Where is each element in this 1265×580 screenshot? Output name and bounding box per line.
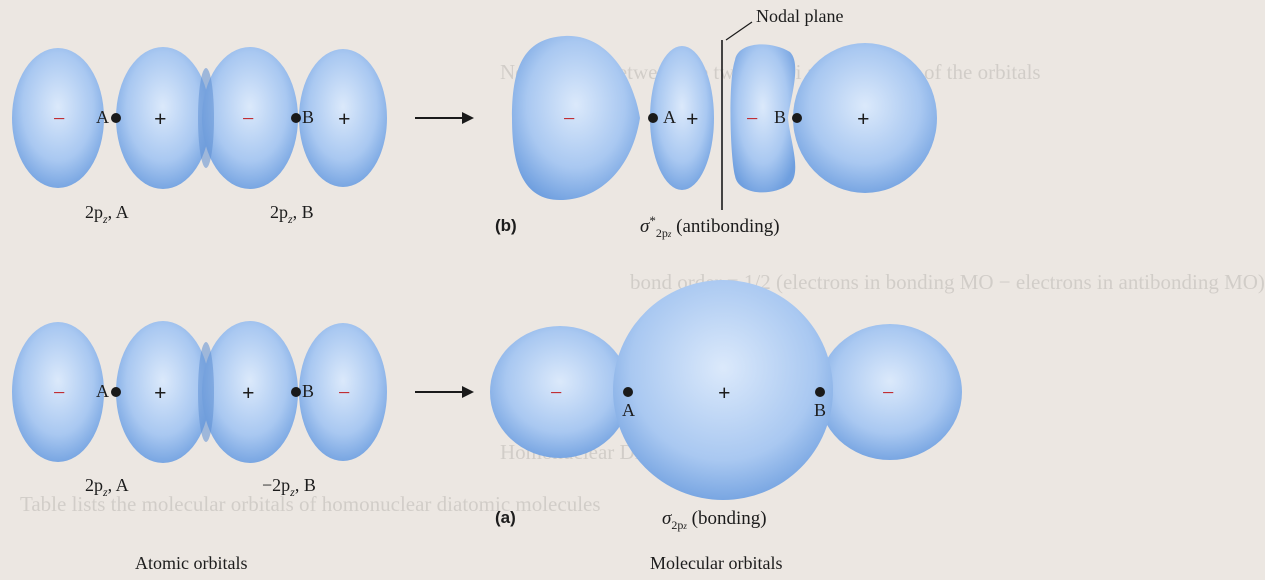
molecular-orbitals-caption: Molecular orbitals	[650, 553, 783, 573]
orbital-label-2pz-a: 2pz, A	[85, 202, 129, 226]
nodal-plane-label: Nodal plane	[756, 6, 844, 26]
orbital-figure	[12, 21, 962, 500]
plus-sign: +	[718, 380, 731, 405]
nucleus-label-b: B	[302, 107, 315, 127]
overlap-region	[198, 342, 214, 442]
nucleus-b	[792, 113, 802, 123]
nucleus-a	[111, 113, 121, 123]
minus-sign: −	[550, 380, 563, 405]
lobe-negative	[299, 323, 387, 461]
atomic-orbital-a-top	[12, 47, 210, 189]
nucleus-label-a: A	[96, 381, 109, 401]
atomic-orbital-b-bottom	[202, 321, 387, 463]
plus-sign: +	[154, 380, 167, 405]
nucleus-b	[291, 113, 301, 123]
lobe-positive-outer	[793, 43, 937, 193]
nucleus-b	[291, 387, 301, 397]
nodal-plane-leader	[725, 21, 753, 41]
nucleus-a	[648, 113, 658, 123]
minus-sign: −	[563, 106, 576, 131]
orbital-label-2pz-a: 2pz, A	[85, 475, 129, 499]
nucleus-label-b: B	[814, 400, 827, 420]
lobe-negative-inner	[730, 44, 796, 193]
lobe-negative-outer	[512, 35, 640, 200]
arrow-icon	[415, 386, 474, 398]
lobe-positive	[116, 321, 210, 463]
bonding-orbital	[490, 280, 962, 500]
lobe-negative-right	[818, 324, 962, 460]
background-text-line: Table lists the molecular orbitals of ho…	[20, 492, 601, 516]
lobe-negative-left	[490, 326, 630, 458]
atomic-orbitals-caption: Atomic orbitals	[135, 553, 248, 573]
orbital-diagram: Nodal plane between the two nuclei and a…	[12, 6, 1265, 573]
minus-sign: −	[242, 106, 255, 131]
nucleus-a	[623, 387, 633, 397]
minus-sign: −	[746, 106, 759, 131]
plus-sign: +	[338, 106, 351, 131]
lobe-positive	[116, 47, 210, 189]
antibonding-caption: σ*2pz (antibonding)	[640, 213, 780, 240]
plus-sign: +	[857, 106, 870, 131]
plus-sign: +	[242, 380, 255, 405]
lobe-negative	[12, 322, 104, 462]
overlap-region	[198, 68, 214, 168]
lobe-positive-inner	[650, 46, 714, 190]
orbital-label-2pz-b: 2pz, B	[270, 202, 314, 226]
antibonding-orbital	[512, 35, 937, 200]
bonding-caption: σ2pz (bonding)	[662, 508, 767, 532]
nucleus-label-a: A	[622, 400, 635, 420]
atomic-orbital-b-top	[202, 47, 387, 189]
plus-sign: +	[154, 106, 167, 131]
nucleus-label-a: A	[663, 107, 676, 127]
lobe-positive	[299, 49, 387, 187]
nucleus-label-a: A	[96, 107, 109, 127]
lobe-positive-center	[613, 280, 833, 500]
minus-sign: −	[338, 380, 351, 405]
lobe-positive	[202, 321, 298, 463]
minus-sign: −	[53, 380, 66, 405]
atomic-orbital-a-bottom	[12, 321, 210, 463]
minus-sign: −	[882, 380, 895, 405]
arrow-icon	[415, 112, 474, 124]
plus-sign: +	[686, 106, 699, 131]
nucleus-label-b: B	[774, 107, 787, 127]
lobe-negative	[202, 47, 298, 189]
orbital-label-neg-2pz-b: −2pz, B	[262, 475, 316, 499]
lobe-negative	[12, 48, 104, 188]
nucleus-a	[111, 387, 121, 397]
minus-sign: −	[53, 106, 66, 131]
panel-label-a: (a)	[495, 508, 516, 527]
nucleus-b	[815, 387, 825, 397]
panel-label-b: (b)	[495, 216, 517, 235]
nucleus-label-b: B	[302, 381, 315, 401]
